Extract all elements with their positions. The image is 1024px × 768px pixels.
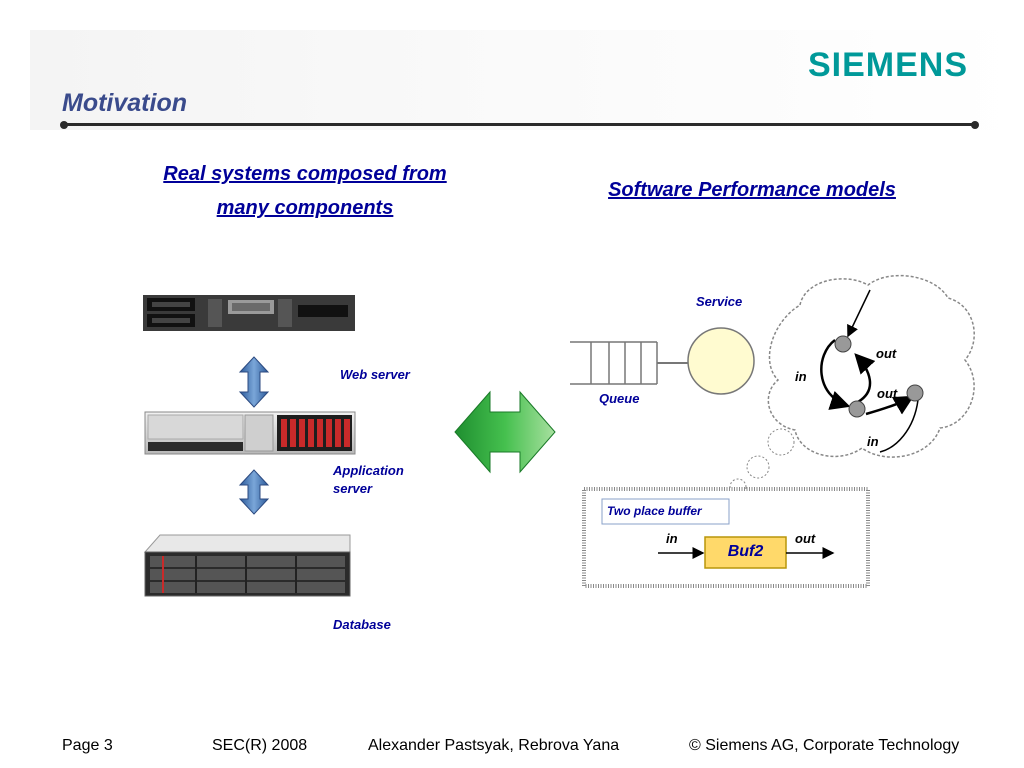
buffer-out-label: out xyxy=(795,531,816,546)
footer-copyright: © Siemens AG, Corporate Technology xyxy=(689,737,960,754)
footer-page: Page 3 xyxy=(62,737,113,754)
blue-double-arrow-bottom xyxy=(238,469,270,515)
left-heading-line1: Real systems composed from xyxy=(163,163,447,185)
right-heading: Software Performance models xyxy=(608,179,896,201)
web-server-label: Web server xyxy=(340,367,410,382)
service-circle xyxy=(687,327,755,395)
thought-bubble-large xyxy=(767,428,795,456)
buffer-title: Two place buffer xyxy=(607,504,702,518)
green-double-arrow xyxy=(454,390,556,474)
petri-place-top xyxy=(834,335,852,353)
left-heading-line2: many components xyxy=(216,197,394,219)
service-label: Service xyxy=(696,294,743,309)
blue-double-arrow-top xyxy=(238,356,270,408)
cloud-shape xyxy=(767,274,975,458)
database-image xyxy=(143,534,351,597)
title-divider xyxy=(63,123,976,126)
thought-bubble-medium xyxy=(746,455,770,479)
slide-title: Motivation xyxy=(62,89,187,117)
footer-authors: Alexander Pastsyak, Rebrova Yana xyxy=(368,737,620,754)
queue-shape xyxy=(570,341,658,385)
cloud-in-label-1: in xyxy=(795,369,807,384)
cloud-out-label-1: out xyxy=(876,346,897,361)
app-server-label-line2: server xyxy=(333,481,373,496)
database-label: Database xyxy=(333,617,391,632)
divider-dot-left xyxy=(60,121,68,129)
buffer-title-box xyxy=(601,498,730,525)
queue-label: Queue xyxy=(599,391,640,406)
buffer-in-label: in xyxy=(666,531,678,546)
application-server-image xyxy=(144,411,356,455)
petri-place-bottom xyxy=(848,400,866,418)
petri-place-right xyxy=(906,384,924,402)
app-server-label-line1: Application xyxy=(333,463,404,478)
cloud-in-label-2: in xyxy=(867,434,879,449)
cloud-out-label-2: out xyxy=(877,386,898,401)
siemens-logo: SIEMENS xyxy=(808,46,969,84)
divider-dot-right xyxy=(971,121,979,129)
footer-conference: SEC(R) 2008 xyxy=(212,737,308,754)
petri-net xyxy=(820,289,924,453)
buf2-label: Buf2 xyxy=(727,543,764,560)
web-server-image xyxy=(143,295,355,331)
header-band xyxy=(30,30,1024,130)
